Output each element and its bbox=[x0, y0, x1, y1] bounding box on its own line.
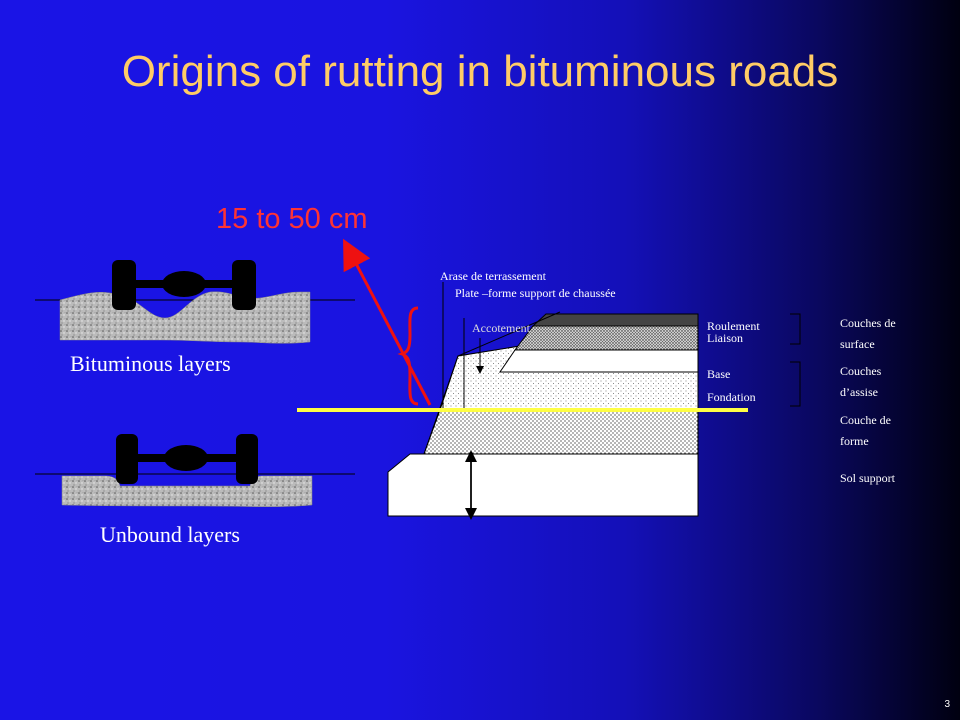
depth-label: 15 to 50 cm bbox=[216, 203, 368, 235]
plateforme-label: Plate –forme support de chaussée bbox=[455, 286, 616, 300]
depth-brace bbox=[397, 306, 419, 406]
liaison-layer bbox=[514, 325, 699, 351]
wheel-left-unbound bbox=[116, 434, 138, 484]
group-forme: Couche de forme bbox=[840, 413, 891, 448]
unbound-rutting-illustration bbox=[35, 434, 355, 507]
roulement-layer bbox=[531, 313, 699, 327]
assise-bracket bbox=[790, 361, 801, 407]
bituminous-deformed-layer bbox=[59, 291, 311, 344]
layer-liaison: Liaison bbox=[707, 331, 743, 345]
layer-base: Base bbox=[707, 367, 731, 381]
layer-roulement: Roulement bbox=[707, 319, 760, 333]
unbound-deformed-layer bbox=[61, 475, 313, 507]
sol-support-layer bbox=[387, 453, 699, 517]
page-title: Origins of rutting in bituminous roads bbox=[121, 47, 839, 96]
layer-fondation: Fondation bbox=[707, 390, 756, 404]
group-sol: Sol support bbox=[840, 471, 896, 485]
axle-differential-unbound bbox=[164, 445, 208, 471]
wheel-left bbox=[112, 260, 136, 310]
road-cross-section bbox=[387, 311, 699, 517]
base-layer bbox=[499, 349, 699, 373]
axle-differential bbox=[162, 271, 206, 297]
group-surface: Couches de surface bbox=[840, 316, 896, 351]
group-assise: Couches d’assise bbox=[840, 364, 882, 399]
embankment-slope bbox=[423, 311, 561, 455]
couche-forme-layer bbox=[423, 409, 699, 455]
bituminous-caption: Bituminous layers bbox=[70, 351, 231, 376]
depth-arrow bbox=[343, 238, 432, 406]
bituminous-rutting-illustration bbox=[35, 260, 355, 344]
unbound-caption: Unbound layers bbox=[100, 522, 240, 547]
surface-bracket bbox=[790, 313, 801, 345]
accotement-label: Accotement bbox=[472, 321, 530, 335]
wheel-right-unbound bbox=[236, 434, 258, 484]
page-number: 3 bbox=[944, 699, 950, 710]
wheel-right bbox=[232, 260, 256, 310]
arase-label: Arase de terrassement bbox=[440, 269, 546, 283]
